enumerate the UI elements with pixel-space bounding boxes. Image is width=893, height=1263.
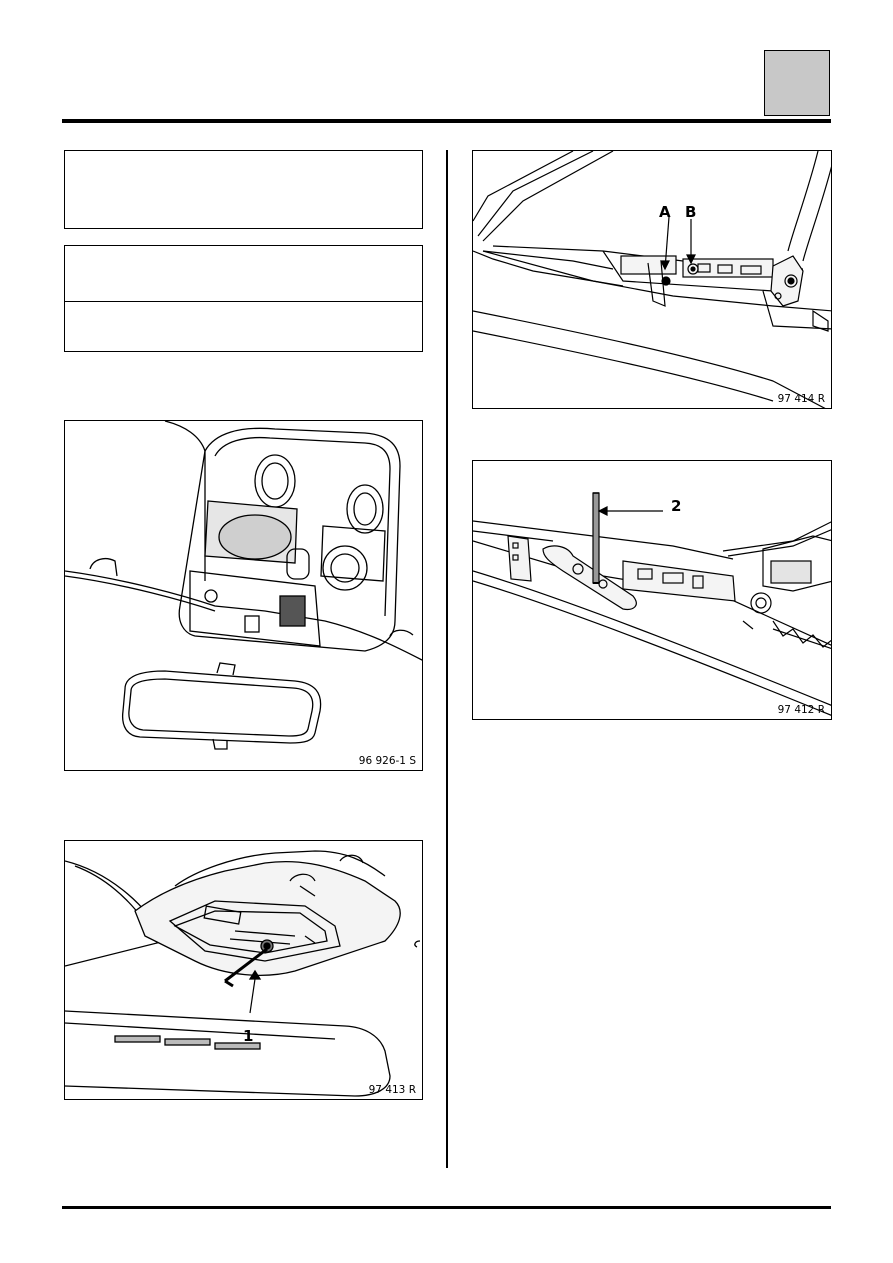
callout-b: B (685, 203, 697, 221)
footer-rule (62, 1206, 831, 1209)
figure-sunroof-rail: 2 97 412 R (472, 460, 832, 720)
info-table-divider (65, 301, 422, 302)
info-table (64, 245, 423, 352)
figure-sunroof-mechanism: A B 97 414 R (472, 150, 832, 409)
sunroof-mechanism-illustration (473, 151, 831, 408)
sunroof-rail-illustration (473, 492, 831, 716)
figure-reference: 97 414 R (777, 393, 825, 405)
section-tab (764, 50, 830, 116)
sunroof-switch-illustration (65, 850, 421, 1097)
header-rule (62, 119, 831, 123)
figure-reference: 97 412 R (777, 704, 825, 716)
figure-courtesy-light: 96 926-1 S (64, 420, 423, 771)
figure-reference: 96 926-1 S (358, 755, 416, 767)
courtesy-light-illustration (65, 421, 422, 750)
callout-a: A (659, 203, 671, 221)
figure-reference: 97 413 R (368, 1084, 416, 1096)
callout-1: 1 (243, 1027, 254, 1045)
callout-2: 2 (671, 497, 682, 515)
column-divider (446, 150, 448, 1168)
figure-sunroof-switch: 1 97 413 R (64, 840, 423, 1100)
note-box (64, 150, 423, 229)
